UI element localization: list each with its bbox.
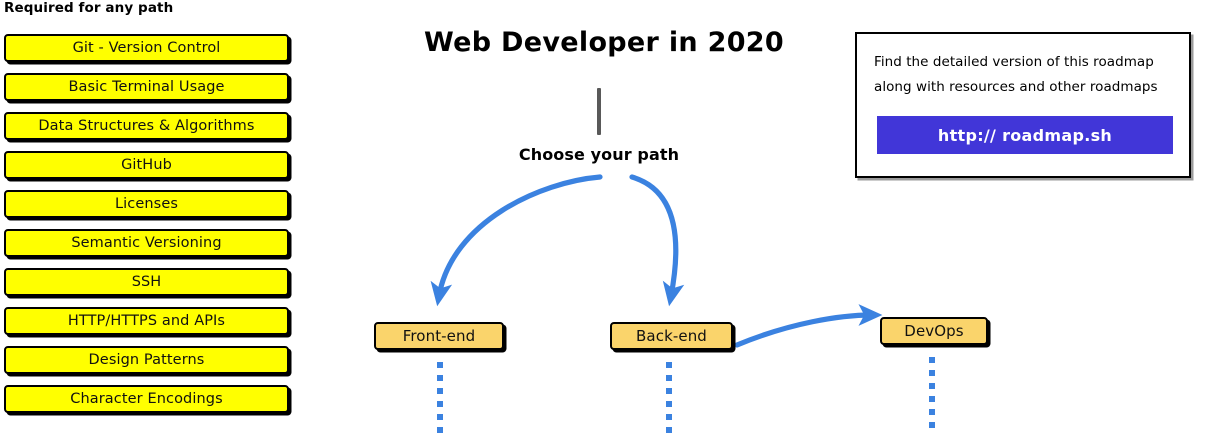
dotted-trail-front-end bbox=[437, 362, 443, 436]
skill-label: HTTP/HTTPS and APIs bbox=[67, 313, 226, 329]
roadmap-card-line-2: along with resources and other roadmaps bbox=[874, 79, 1158, 95]
arrow-backend-to-devops bbox=[734, 304, 883, 348]
path-node-label: Back-end bbox=[636, 327, 707, 345]
arrow-choose-to-frontend bbox=[430, 174, 603, 307]
trail-dot bbox=[437, 427, 443, 433]
skill-label: Licenses bbox=[114, 196, 179, 212]
skill-box-character-encodings[interactable]: Character Encodings bbox=[4, 385, 289, 413]
trail-dot bbox=[437, 362, 443, 368]
trail-dot bbox=[929, 383, 935, 389]
skill-box-ssh[interactable]: SSH bbox=[4, 268, 289, 296]
skill-box-github[interactable]: GitHub bbox=[4, 151, 289, 179]
required-section-heading: Required for any path bbox=[4, 0, 174, 16]
skill-label: GitHub bbox=[121, 157, 172, 173]
skill-label: Character Encodings bbox=[70, 391, 223, 407]
trunk-connector-line bbox=[597, 88, 601, 135]
roadmap-info-card: Find the detailed version of this roadma… bbox=[855, 32, 1191, 178]
path-node-devops[interactable]: DevOps bbox=[880, 317, 988, 345]
roadmap-card-description: Find the detailed version of this roadma… bbox=[874, 50, 1176, 100]
roadmap-card-line-1: Find the detailed version of this roadma… bbox=[874, 54, 1154, 70]
trail-dot bbox=[437, 388, 443, 394]
skill-box-git-version-control[interactable]: Git - Version Control bbox=[4, 34, 289, 62]
branch-arrows bbox=[430, 174, 883, 348]
skill-label: Data Structures & Algorithms bbox=[38, 118, 255, 134]
skill-box-semantic-versioning[interactable]: Semantic Versioning bbox=[4, 229, 289, 257]
trail-dot bbox=[437, 375, 443, 381]
skill-label: Design Patterns bbox=[88, 352, 205, 368]
skill-label: SSH bbox=[131, 274, 162, 290]
skill-box-licenses[interactable]: Licenses bbox=[4, 190, 289, 218]
trail-dot bbox=[666, 388, 672, 394]
trail-dot bbox=[929, 357, 935, 363]
path-node-label: DevOps bbox=[904, 322, 964, 340]
trail-dot bbox=[929, 422, 935, 428]
skill-box-basic-terminal-usage[interactable]: Basic Terminal Usage bbox=[4, 73, 289, 101]
dotted-trail-devops bbox=[929, 357, 935, 436]
skill-box-design-patterns[interactable]: Design Patterns bbox=[4, 346, 289, 374]
path-node-back-end[interactable]: Back-end bbox=[610, 322, 733, 350]
skill-label: Semantic Versioning bbox=[71, 235, 222, 251]
path-node-label: Front-end bbox=[402, 327, 476, 345]
roadmap-url-label: http:// roadmap.sh bbox=[937, 125, 1113, 145]
choose-your-path-label: Choose your path bbox=[518, 145, 680, 164]
skill-box-data-structures-algorithms[interactable]: Data Structures & Algorithms bbox=[4, 112, 289, 140]
trail-dot bbox=[666, 427, 672, 433]
trail-dot bbox=[929, 370, 935, 376]
trail-dot bbox=[929, 409, 935, 415]
arrow-choose-to-backend bbox=[629, 174, 685, 307]
roadmap-url-button[interactable]: http:// roadmap.sh bbox=[877, 116, 1173, 154]
skill-label: Git - Version Control bbox=[72, 40, 221, 56]
path-node-front-end[interactable]: Front-end bbox=[374, 322, 504, 350]
trail-dot bbox=[929, 396, 935, 402]
trail-dot bbox=[666, 401, 672, 407]
skill-box-http-https-and-apis[interactable]: HTTP/HTTPS and APIs bbox=[4, 307, 289, 335]
trail-dot bbox=[437, 401, 443, 407]
page-title: Web Developer in 2020 bbox=[424, 27, 784, 58]
trail-dot bbox=[666, 414, 672, 420]
required-skill-list: Git - Version Control Basic Terminal Usa… bbox=[4, 34, 289, 424]
trail-dot bbox=[666, 362, 672, 368]
skill-label: Basic Terminal Usage bbox=[68, 79, 225, 95]
dotted-trail-back-end bbox=[666, 362, 672, 436]
trail-dot bbox=[437, 414, 443, 420]
trail-dot bbox=[666, 375, 672, 381]
